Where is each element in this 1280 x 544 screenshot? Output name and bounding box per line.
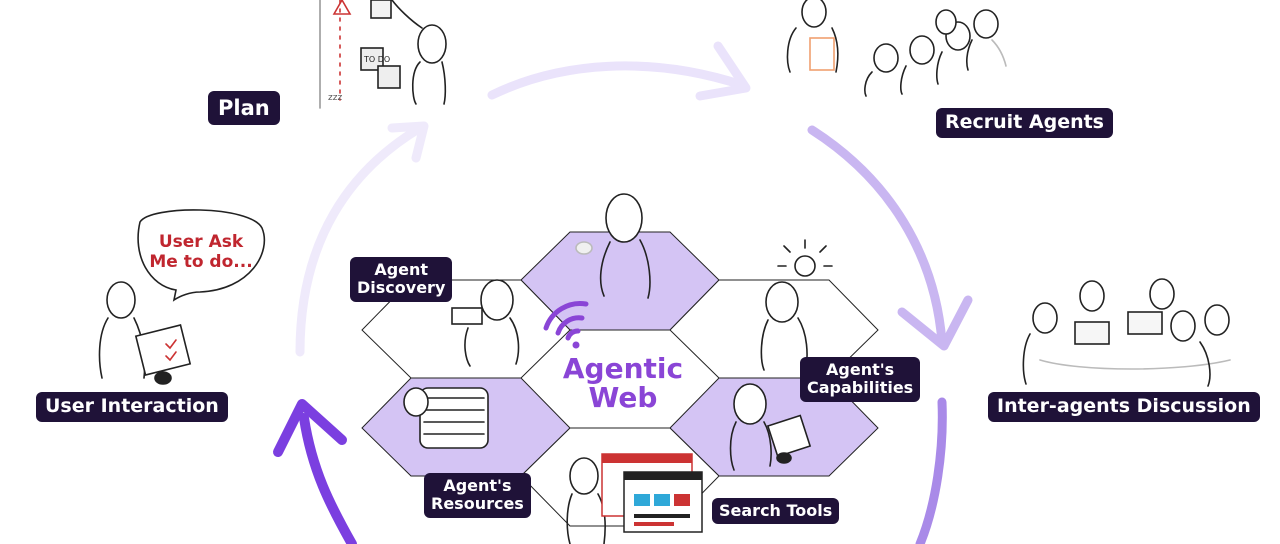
wifi-icon — [543, 301, 589, 349]
browser-window-icon — [601, 453, 703, 533]
speech-bubble — [137, 209, 266, 302]
center-title-line1: Agentic — [562, 352, 684, 385]
discussion-sketch — [1022, 278, 1231, 387]
svg-text:zzz: zzz — [328, 93, 342, 103]
speech-line2: Me to do... — [149, 252, 253, 273]
arrow-plan-to-recruit — [487, 61, 747, 100]
lightbulb-icon — [777, 239, 833, 277]
label-search-tools: Search Tools — [712, 498, 840, 525]
arrow-discussion-down — [915, 397, 947, 544]
plan-sketch: TO DO zzz — [319, 0, 447, 109]
label-agent-discovery-line2: Discovery — [357, 278, 446, 298]
label-agent-capabilities-line2: Capabilities — [807, 378, 914, 398]
warning-icon — [332, 0, 352, 15]
svg-text:TO DO: TO DO — [363, 55, 390, 64]
cycle-arrows — [273, 41, 973, 544]
label-plan: Plan — [208, 91, 280, 126]
recruit-sketch — [786, 0, 1007, 97]
arrow-recruit-to-discussion-head — [897, 295, 973, 351]
label-agent-capabilities-line1: Agent's — [826, 360, 895, 379]
arrow-user-to-plan-head — [387, 121, 429, 163]
center-title-line2: Web — [588, 381, 658, 415]
label-agent-discovery: Agent Discovery — [350, 257, 453, 302]
arrow-bottom-to-user-head — [273, 399, 347, 457]
hex-sketches — [403, 193, 833, 544]
label-agent-capabilities: Agent's Capabilities — [800, 357, 921, 402]
arrow-recruit-to-discussion — [807, 125, 947, 347]
center-title: Agentic Web — [548, 354, 698, 413]
label-agent-resources-line1: Agent's — [443, 476, 512, 495]
speech-bubble-text: User Ask Me to do... — [142, 232, 260, 273]
arrow-bottom-to-user — [299, 413, 357, 544]
label-agent-resources: Agent's Resources — [424, 473, 531, 518]
label-inter-agents-discussion: Inter-agents Discussion — [988, 392, 1260, 422]
arrow-user-to-plan — [295, 123, 425, 357]
user-sketch — [98, 209, 266, 385]
arrow-plan-to-recruit-head — [695, 41, 751, 101]
label-agent-discovery-line1: Agent — [374, 260, 429, 279]
speech-line1: User Ask — [158, 232, 244, 252]
label-agent-resources-line2: Resources — [431, 494, 524, 514]
label-user-interaction: User Interaction — [36, 392, 228, 422]
label-recruit-agents: Recruit Agents — [936, 108, 1113, 138]
